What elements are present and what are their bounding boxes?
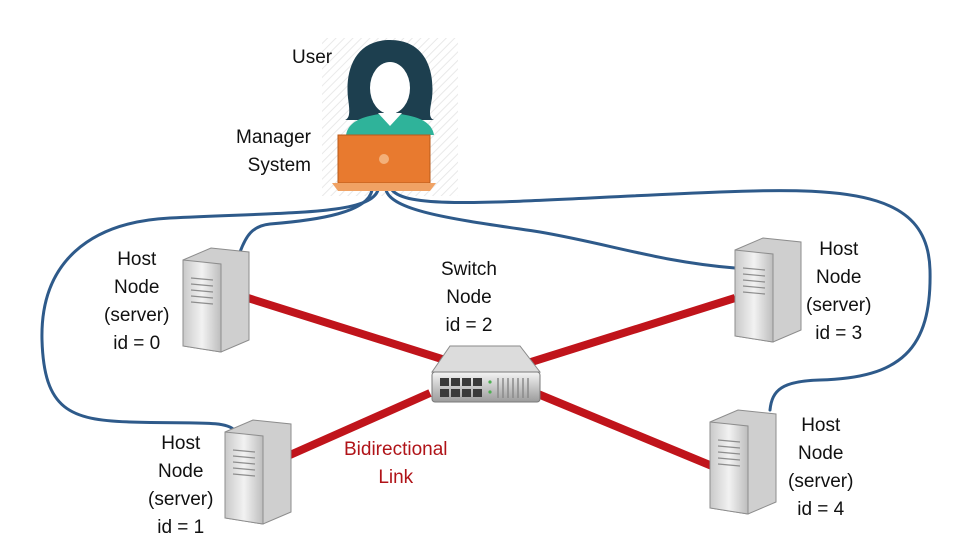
manager-system-label: Manager System	[236, 127, 311, 176]
laptop-icon	[332, 134, 436, 191]
link-switch-host-0	[246, 294, 447, 364]
cable-to-host-0	[238, 188, 374, 254]
management-cables	[40, 188, 932, 432]
cable-to-host-3	[384, 188, 737, 270]
host-node-label-1: Host Node (server) id = 1	[148, 433, 214, 538]
user-figure	[345, 40, 434, 135]
link-switch-host-3	[526, 294, 737, 367]
server-icon-host-4	[709, 409, 777, 515]
bidirectional-links	[246, 294, 737, 470]
switch-node-label: Switch Node id = 2	[441, 259, 497, 336]
link-switch-host-4	[536, 390, 714, 470]
server-icon-host-1	[224, 419, 292, 525]
user-face-icon	[370, 62, 410, 114]
switch-icon	[431, 345, 542, 403]
server-icon-host-0	[182, 247, 250, 353]
host-node-label-0: Host Node (server) id = 0	[104, 249, 170, 354]
user-label: User	[292, 47, 333, 68]
host-node-label-4: Host Node (server) id = 4	[788, 415, 854, 520]
bidirectional-link-label: Bidirectional Link	[344, 439, 448, 488]
cable-to-host-4	[390, 188, 932, 412]
cable-to-host-1	[40, 188, 380, 432]
link-switch-host-1	[288, 389, 432, 459]
server-icon-host-3	[734, 237, 802, 343]
host-node-label-3: Host Node (server) id = 3	[806, 239, 872, 344]
